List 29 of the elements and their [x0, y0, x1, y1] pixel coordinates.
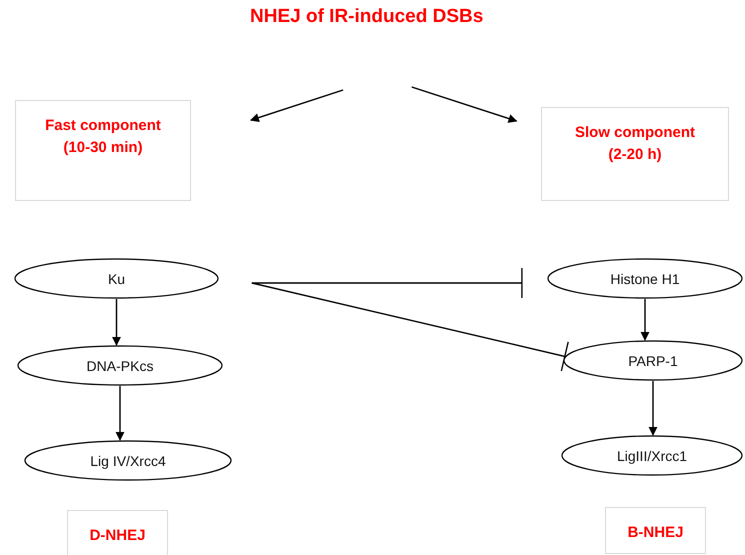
label-box [67, 510, 168, 555]
arrow [112, 299, 121, 346]
component-label: Fast component (10-30 min) [44, 116, 162, 158]
arrow [640, 299, 650, 341]
component-label: D-NHEJ [88, 526, 146, 546]
inhibition-line [252, 267, 523, 299]
node-label: NHEJ of IR-induced DSBs [250, 6, 484, 27]
node-label: DNA-PKcs [86, 358, 154, 374]
node-label: Histone H1 [610, 270, 680, 286]
arrow [648, 381, 658, 436]
inhibition-line [252, 282, 569, 372]
node-label: PARP-1 [628, 352, 678, 368]
component-label: B-NHEJ [626, 523, 684, 543]
label-box [541, 107, 729, 201]
arrow [250, 89, 344, 122]
label-box [605, 507, 706, 554]
label-box [15, 100, 191, 201]
arrow [116, 386, 124, 441]
node-label: Lig IV/Xrcc4 [90, 452, 166, 468]
process-ellipse [563, 340, 743, 381]
node-label: Ku [108, 270, 126, 286]
process-ellipse [24, 440, 232, 481]
component-label: Slow component (2-20 h) [574, 123, 696, 165]
arrow [411, 86, 518, 123]
process-ellipse [561, 435, 743, 476]
process-ellipse [547, 258, 743, 299]
process-ellipse [14, 258, 219, 299]
process-ellipse [17, 345, 223, 386]
node-label: LigIII/Xrcc1 [616, 448, 688, 464]
